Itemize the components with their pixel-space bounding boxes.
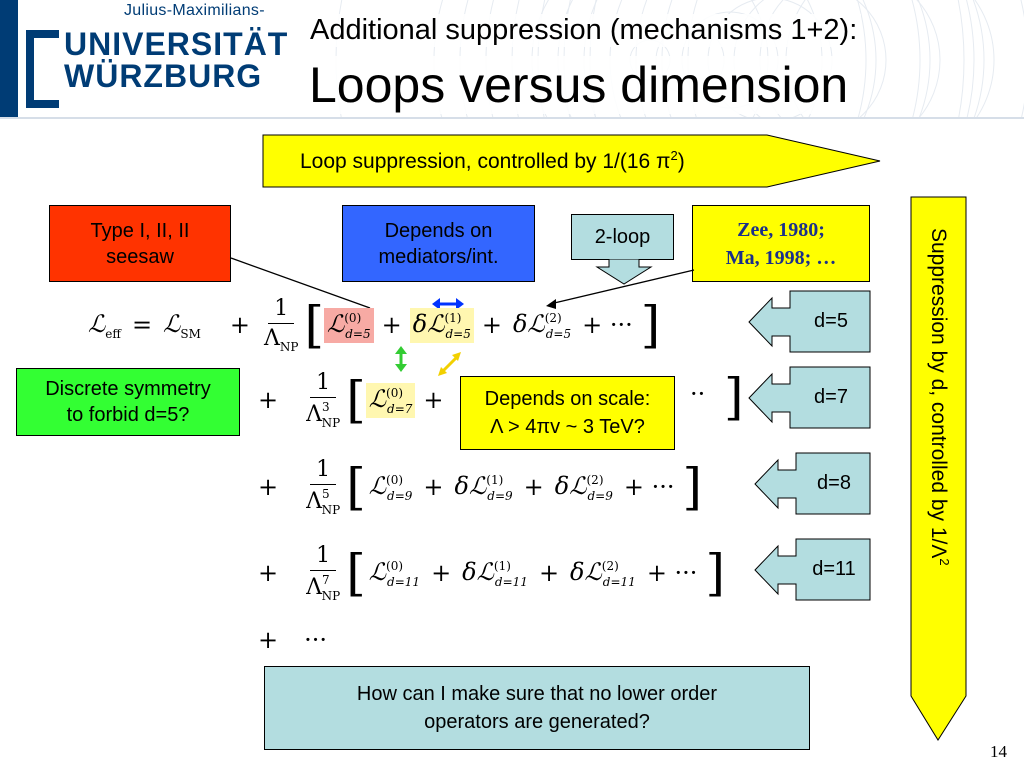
operator-d7-0: ℒ(0)d=7 [365, 382, 416, 418]
operator-d11-0: ℒ(0)d=11 [368, 557, 421, 589]
discrete-symmetry-box: Discrete symmetry to forbid d=5? [16, 368, 240, 436]
dimension-suppression-text: Suppression by d, controlled by 1/Λ2 [927, 228, 952, 566]
loop-suppression-arrow [262, 134, 881, 188]
operator-d5-1: δℒ(1)d=5 [409, 307, 474, 343]
operator-d11-2: δℒ(2)d=11 [570, 557, 636, 589]
page-number: 14 [990, 742, 1007, 761]
slide-subtitle: Additional suppression (mechanisms 1+2): [306, 14, 862, 47]
two-loop-down-arrow [595, 259, 653, 285]
dim-arrow-d11 [754, 538, 871, 601]
university-name-line1: UNIVERSITÄT [64, 26, 289, 62]
operator-d9-1: δℒ(1)d=9 [454, 471, 513, 503]
dimension-suppression-arrow [910, 196, 967, 741]
seesaw-box: Type I, II, II seesaw [49, 205, 231, 282]
university-logo-bar [0, 0, 18, 118]
operator-d9-0: ℒ(0)d=9 [368, 471, 413, 503]
university-name-sub: Julius-Maximilians- [124, 2, 265, 19]
row2-ellipsis: ·· [690, 380, 706, 408]
scale-box: Depends on scale: Λ > 4πv ~ 3 TeV? [460, 376, 675, 450]
dim-label-d5: d=5 [814, 310, 848, 332]
university-logo-bracket [26, 30, 59, 108]
operator-d5-2: δℒ(2)d=5 [512, 309, 572, 341]
dim-label-d7: d=7 [814, 386, 848, 408]
zee-ma-box: Zee, 1980; Ma, 1998; … [692, 205, 870, 282]
header-divider [0, 117, 1024, 119]
lagrangian-eff: ℒeff [88, 309, 121, 341]
two-loop-box: 2-loop [571, 214, 674, 260]
dim-label-d8: d=8 [817, 472, 851, 494]
operator-d9-2: δℒ(2)d=9 [554, 471, 613, 503]
loop-suppression-text: Loop suppression, controlled by 1/(16 π2… [300, 148, 685, 173]
dim-arrow-d7 [748, 366, 871, 429]
header: Julius-Maximilians- UNIVERSITÄT WÜRZBURG… [0, 0, 1024, 118]
lagrangian-sm: ℒSM [163, 309, 201, 341]
dim-arrow-d8 [754, 452, 871, 515]
operator-d5-0: ℒ(0)d=5 [323, 307, 374, 343]
operator-d11-1: δℒ(1)d=11 [462, 557, 528, 589]
row2-bracket-close: ] [724, 368, 744, 426]
mediators-box: Depends on mediators/int. [342, 205, 535, 282]
dim-label-d11: d=11 [812, 558, 856, 580]
equation-row-5: + ··· [258, 626, 327, 654]
university-name-line2: WÜRZBURG [64, 58, 263, 94]
dim-arrow-d5 [748, 290, 871, 353]
slide-title: Loops versus dimension [305, 56, 853, 114]
question-box: How can I make sure that no lower order … [264, 666, 810, 750]
